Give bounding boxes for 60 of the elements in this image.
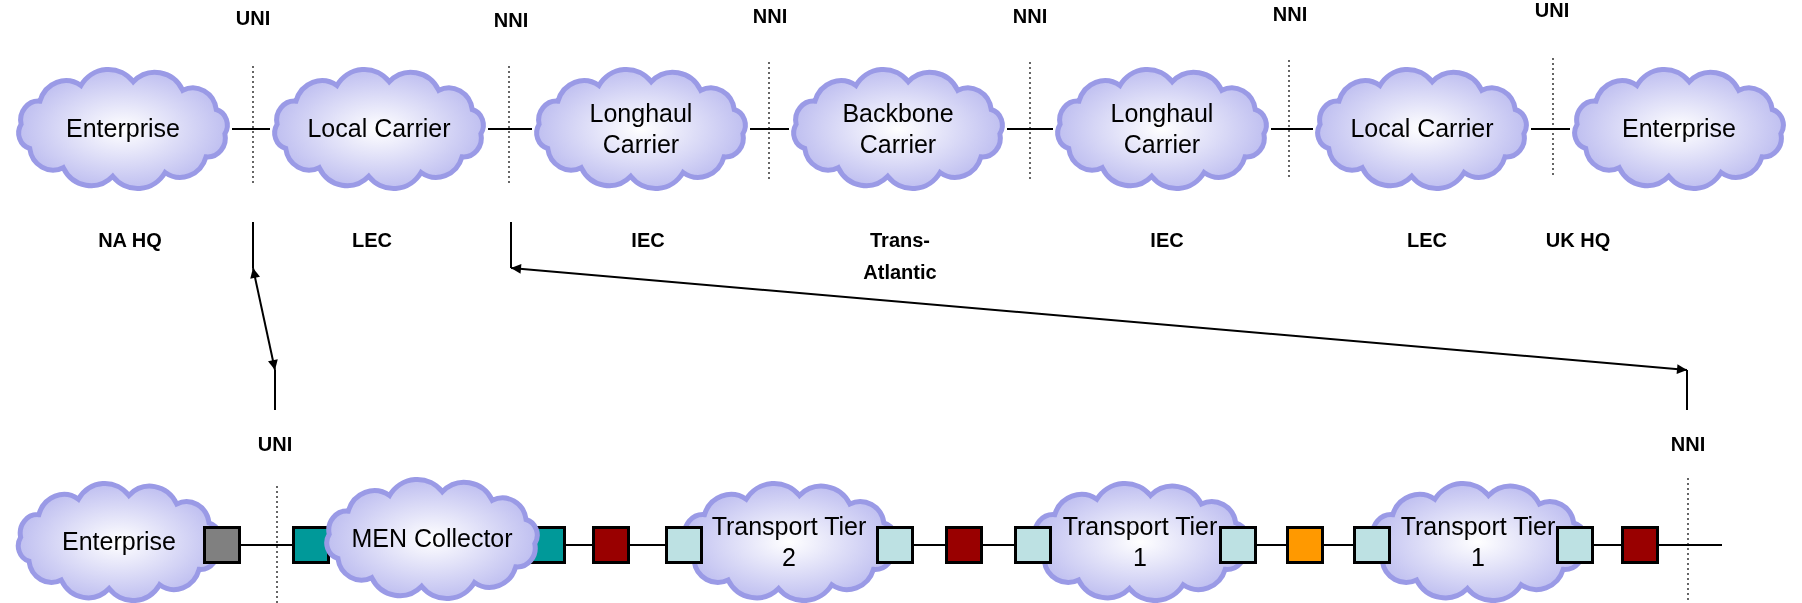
connector-line (487, 128, 533, 130)
equipment-square (1286, 526, 1324, 564)
connector-line (749, 128, 790, 130)
interface-label: IEC (1149, 228, 1185, 253)
tick-mark (274, 370, 276, 410)
interface-label: NNI (1669, 432, 1707, 457)
tick-mark (252, 222, 254, 268)
interface-label: UNI (234, 6, 272, 31)
connector-line (1270, 128, 1314, 130)
cloud-label: Transport Tier 1 (1399, 510, 1557, 573)
equipment-square (945, 526, 983, 564)
tick-mark (1686, 370, 1688, 410)
interface-label: NA HQ (97, 228, 163, 253)
equipment-square (1219, 526, 1257, 564)
connector-line (240, 544, 293, 546)
cloud-label: Transport Tier 1 (1061, 510, 1219, 573)
interface-label: UNI (1533, 0, 1571, 23)
interface-label: LEC (351, 228, 393, 253)
equipment-square (292, 526, 330, 564)
connector-line (565, 544, 593, 546)
connector-line (1530, 128, 1571, 130)
connector-line (1256, 544, 1287, 546)
interface-label: NNI (1271, 2, 1309, 27)
cloud-label: Local Carrier (1350, 113, 1494, 145)
connector-line (913, 544, 946, 546)
equipment-square (876, 526, 914, 564)
connector-line (1323, 544, 1354, 546)
connector-line (629, 544, 666, 546)
equipment-square (203, 526, 241, 564)
equipment-square (1621, 526, 1659, 564)
equipment-square (592, 526, 630, 564)
interface-label: IEC (630, 228, 666, 253)
cloud-label: Backbone Carrier (841, 97, 955, 160)
interface-label: NNI (751, 4, 789, 29)
connector-line (982, 544, 1015, 546)
cloud-label: Longhaul Carrier (588, 97, 694, 160)
interface-label: LEC (1406, 228, 1448, 253)
connector-line (1658, 544, 1723, 546)
cloud-label: Enterprise (62, 526, 176, 558)
arrow (510, 263, 1688, 375)
equipment-square (665, 526, 703, 564)
interface-label: NNI (492, 8, 530, 33)
cloud-label: Longhaul Carrier (1109, 97, 1215, 160)
cloud-label: Local Carrier (307, 113, 451, 145)
equipment-square (1014, 526, 1052, 564)
cloud-label: Enterprise (1622, 113, 1736, 145)
equipment-square (1353, 526, 1391, 564)
tick-mark (510, 222, 512, 268)
equipment-square (1556, 526, 1594, 564)
cloud-label: Enterprise (66, 113, 180, 145)
connector-line (1006, 128, 1054, 130)
interface-label: Trans-Atlantic (862, 228, 938, 285)
cloud-label: Transport Tier 2 (710, 510, 868, 573)
interface-label: NNI (1011, 4, 1049, 29)
connector-line (231, 128, 271, 130)
interface-label: UNI (256, 432, 294, 457)
interface-label: UK HQ (1544, 228, 1612, 253)
connector-line (1593, 544, 1622, 546)
cloud-label: MEN Collector (351, 523, 513, 555)
arrow (250, 267, 278, 371)
